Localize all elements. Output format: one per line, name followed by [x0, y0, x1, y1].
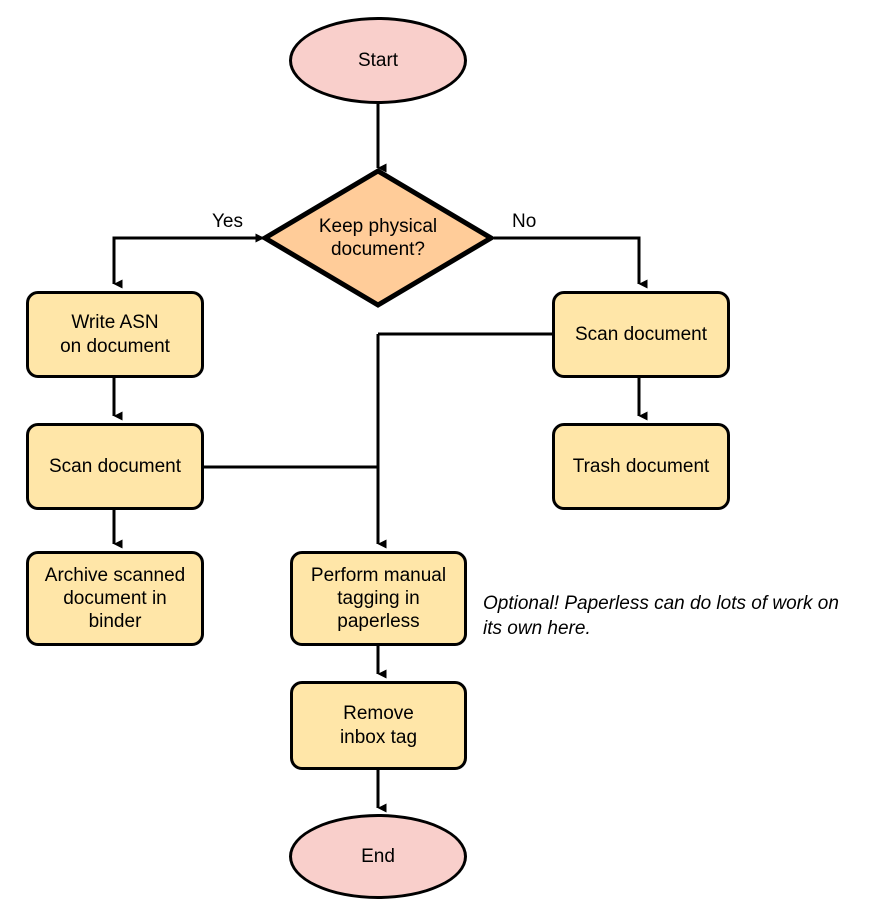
node-keep-physical-document[interactable]: Keep physical document? [262, 168, 494, 308]
node-write-asn-on-document-label: Write ASN on document [60, 312, 170, 357]
node-keep-physical-document-label: Keep physical document? [318, 215, 438, 260]
edge-label-no: No [509, 211, 540, 233]
node-scan-document-left[interactable]: Scan document [26, 423, 204, 510]
node-end-label: End [361, 845, 395, 867]
node-remove-inbox-tag[interactable]: Remove inbox tag [290, 681, 467, 770]
node-archive-scanned-document[interactable]: Archive scanned document in binder [26, 551, 204, 646]
node-scan-document-right[interactable]: Scan document [552, 291, 730, 378]
node-remove-inbox-tag-label: Remove inbox tag [339, 703, 418, 748]
node-archive-scanned-document-label: Archive scanned document in binder [44, 564, 186, 633]
node-perform-manual-tagging[interactable]: Perform manual tagging in paperless [290, 551, 467, 646]
node-perform-manual-tagging-label: Perform manual tagging in paperless [310, 564, 447, 633]
node-scan-document-right-label: Scan document [574, 323, 708, 345]
edge-decision-no-to-scan-right [494, 236, 648, 289]
edge-decision-yes-to-write-asn [112, 236, 262, 289]
diamond-shape [262, 168, 494, 308]
node-trash-document-label: Trash document [572, 455, 710, 477]
node-write-asn-on-document[interactable]: Write ASN on document [26, 291, 204, 378]
node-trash-document[interactable]: Trash document [552, 423, 730, 510]
node-end[interactable]: End [289, 814, 467, 899]
node-start[interactable]: Start [289, 17, 467, 104]
node-scan-document-left-label: Scan document [48, 455, 182, 477]
annotation-note: Optional! Paperless can do lots of work … [483, 593, 839, 639]
edge-label-yes: Yes [209, 211, 246, 233]
node-start-label: Start [357, 49, 399, 71]
